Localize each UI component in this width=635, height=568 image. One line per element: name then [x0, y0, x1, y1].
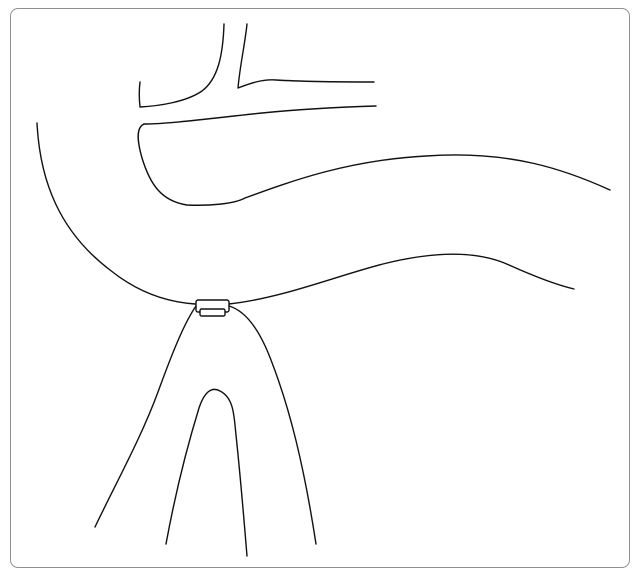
- main-vessel-left-wall: [37, 123, 195, 304]
- upper-right-branch-outline: [238, 24, 374, 88]
- stent-device-inner: [200, 309, 225, 316]
- lower-branch-right-wall: [229, 306, 316, 544]
- lower-inner-vessel: [166, 389, 247, 556]
- middle-vessel-loop: [138, 124, 610, 205]
- main-vessel-right-wall: [229, 254, 574, 304]
- upper-left-branch-outline: [139, 24, 224, 107]
- upper-branch-base: [144, 106, 376, 124]
- lower-branch-left-wall: [95, 306, 196, 527]
